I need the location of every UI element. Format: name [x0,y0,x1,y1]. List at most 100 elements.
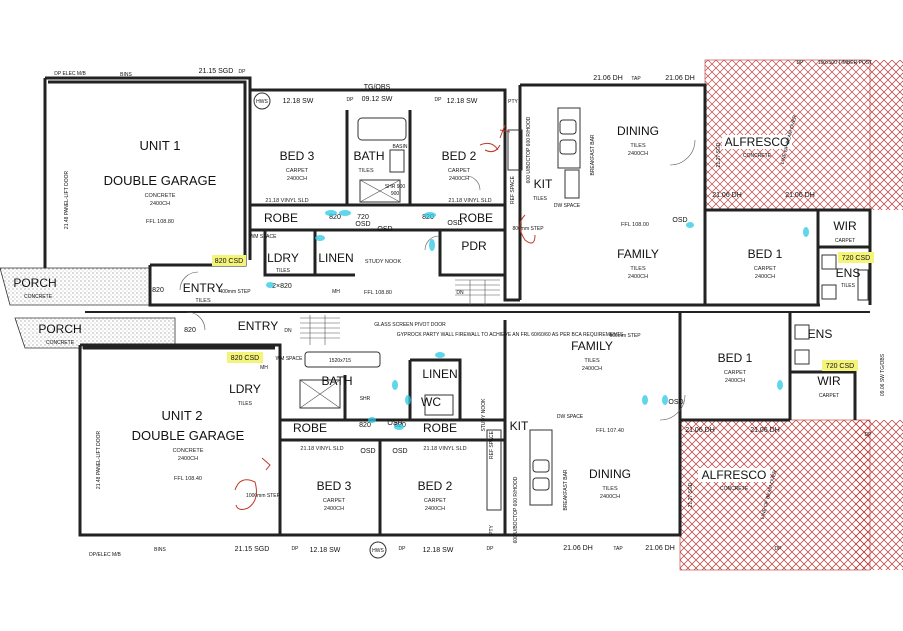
note-dh-top2: 21.06 DH [665,75,695,82]
unit2-bath-fixtures [299,351,454,416]
unit1-kit-pty: PTY [508,99,518,105]
unit2-study-nook: STUDY NOOK [481,398,487,432]
note-dp-5: DP [399,546,407,552]
note-dp-9: DP [797,60,805,66]
unit1-bath-shr: SHR 900 [385,184,406,190]
note-tap-top: TAP [631,76,641,82]
unit1-bath-name: BATH [353,149,384,163]
unit1-family-ceiling: 2400CH [628,274,648,280]
door-820-c: 820 [359,422,371,429]
unit1-bath-floor: TILES [358,168,374,174]
unit2-entry-name: ENTRY [238,319,278,333]
unit2-bed3-step: 1000mm STEP [246,493,281,499]
door-820-e: 820 [152,287,164,294]
unit1-kitchen-bench [507,107,581,199]
alfresco-hatch-right-strip2 [855,420,903,570]
unit1-dining-floor: TILES [630,143,646,149]
red-pen-annotations [234,124,536,510]
osd-label-u1-c: OSD [672,217,687,224]
unit1-alfresco-floor: CONCRETE [743,153,772,159]
unit1-walls [43,76,872,307]
unit1-ens-csd: 720 CSD [842,255,870,262]
unit2-kit-cooktop: 600 U/BOCTOP 600 R/HOOD [513,476,519,543]
unit1-alfresco-post: 100x100 TIMBER POST [818,60,872,66]
unit1-entry-floor: TILES [195,298,211,304]
note-dh-bottom1: 21.06 DH [563,545,593,552]
unit2-garage-ffl: FFL 108.40 [174,476,202,482]
door-820-f: 820 [184,327,196,334]
note-dh-alf3: 21.06 DH [685,427,715,434]
unit2-linen: LINEN [422,367,457,381]
unit2-bed2-robe-door: 21.18 VINYL SLD [423,446,466,452]
unit2-ens-csd: 720 CSD [826,363,854,370]
alfresco-hatch-unit2 [679,419,871,571]
unit2-bed3-name: BED 3 [317,479,352,493]
unit2-family-ceiling: 2400CH [582,366,602,372]
unit2-porch-floor: CONCRETE [46,340,75,346]
unit1-ldry-floor: TILES [276,268,291,274]
unit1-ens-floor: TILES [841,283,856,289]
unit2-kit-dw: DW SPACE [557,414,584,420]
unit1-family-name: FAMILY [617,247,659,261]
note-dh-alf2: 21.06 DH [785,192,815,199]
door-820-a: 820 [329,214,341,221]
unit2-bed2-ceiling: 2400CH [425,506,445,512]
unit1-entry-dn: DN [456,290,464,296]
door-swings [179,139,696,421]
unit2-stairs [300,315,340,345]
unit1-kit-ref: REF SPACE [510,175,516,204]
unit1-ldry-door: 2×820 [272,283,292,290]
unit2-walls [78,312,857,537]
unit1-dining-name: DINING [617,124,659,138]
unit2-ens: ENS [808,327,833,341]
unit1-stairs [455,279,500,305]
alfresco-hatch-right-strip [870,60,903,210]
unit2-ens-csd-highlight [822,360,858,371]
unit2-alfresco-window: 21.27 SGD [688,482,694,507]
unit1-garage-floor: CONCRETE [145,193,176,199]
unit1-bed2-ceiling: 2400CH [449,176,469,182]
note-dp-8: DP [865,432,873,438]
unit1-bed1-name: BED 1 [748,247,783,261]
note-sgd-top: 21.15 SGD [199,68,234,75]
note-dp-2: DP [347,97,355,103]
unit1-entry-name: ENTRY [183,281,223,295]
unit2-dining-name: DINING [589,467,631,481]
unit1-family-floor: TILES [630,266,646,272]
unit1-csd-highlight [212,255,246,266]
unit2-kit-name: KIT [510,419,529,433]
unit2-dining-floor: TILES [602,486,618,492]
note-dp-1: DP [239,69,247,75]
unit1-ens-csd-highlight [838,252,874,263]
unit2-alfresco-floor: CONCRETE [720,486,749,492]
note-dp-4: DP [292,546,300,552]
unit2-ldry-floor: TILES [238,401,253,407]
unit1-bath-basin: BASIN [392,144,407,150]
note-dp-elec-top: DP ELEC M/B [54,71,86,77]
cyan-annotations [266,210,809,430]
unit2-bed1-ceiling: 2400CH [725,378,745,384]
note-dh-bottom2: 21.06 DH [645,545,675,552]
unit1-porch-name: PORCH [13,276,56,290]
unit2-garage-floor: CONCRETE [173,448,204,454]
unit1-bed2-robe-door: 21.18 VINYL SLD [448,198,491,204]
unit1-mh: MH [332,289,340,295]
unit1-linen: LINEN [318,251,353,265]
unit1-kit-step: 800mm STEP [512,226,544,232]
osd-label-u1-d: OSD [447,220,462,227]
unit2-kit-pty: PTY [489,524,495,534]
note-dp-6: DP [487,546,495,552]
note-party-wall: GYPROCK PARTY WALL FIREWALL TO ACHIEVE A… [397,332,624,338]
unit2-kit-breakfast: BREAKFAST BAR [563,469,569,510]
unit2-garage-door: 21.48 PANEL-LIFT DOOR [96,431,102,490]
unit1-alfresco-name: ALFRESCO [725,135,790,149]
unit1-pdr: PDR [461,239,487,253]
note-dp-3: DP [435,97,443,103]
unit2-bed1-floor: CARPET [724,370,747,376]
osd-label-u1-a: OSD [355,221,370,228]
note-dp-7: DP [775,546,783,552]
unit1-entry-ffl: FFL 108.80 [364,290,392,296]
osd-label-u2-a: OSD [387,420,402,427]
unit2-csd-highlight [227,352,263,363]
